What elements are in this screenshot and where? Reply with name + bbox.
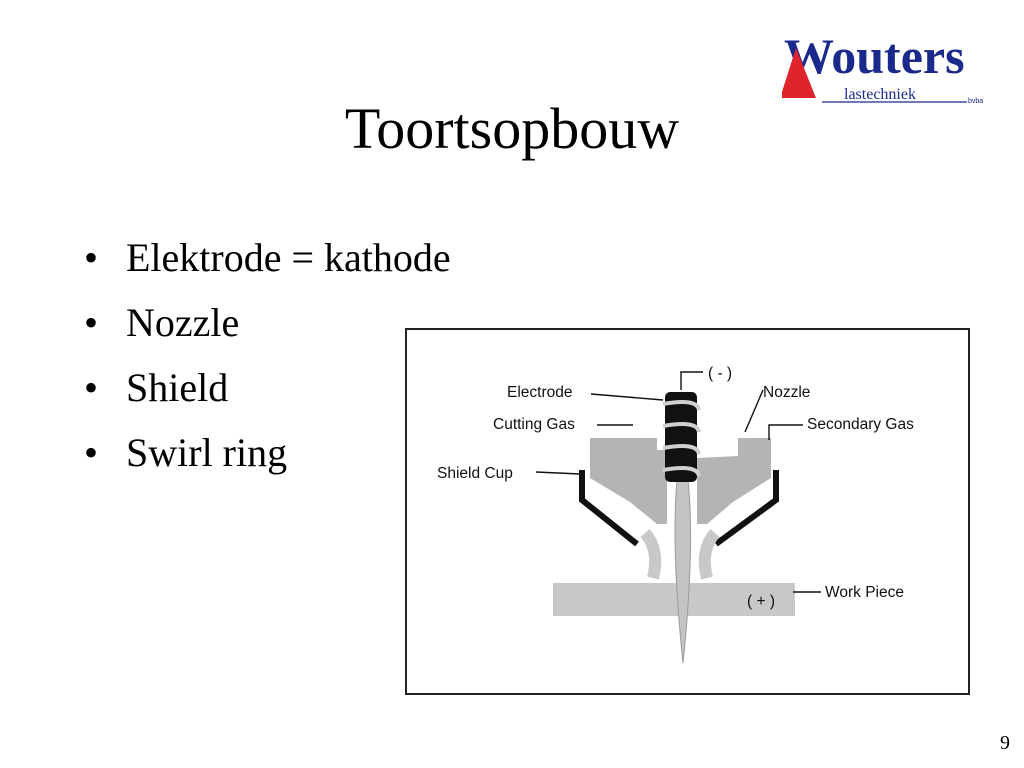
bullet-text: Shield [126,365,229,410]
bullet-icon: • [84,430,99,475]
polarity-negative-leader [680,371,703,390]
bullet-item: • Shield [84,366,451,431]
electrode-leader [590,393,664,401]
bullet-icon: • [84,300,99,345]
bullet-text: Nozzle [126,300,240,345]
logo-name: Wouters [784,28,965,84]
bullet-text: Swirl ring [126,430,288,475]
secondary-gas-label: Secondary Gas [807,416,914,433]
slide-title: Toortsopbouw [344,96,680,161]
polarity-negative-label: ( - ) [708,365,732,382]
shield-cup-leader [535,471,581,475]
bullet-icon: • [84,235,99,280]
bullet-list: • Elektrode = kathode • Nozzle • Shield • Sw… [84,236,451,496]
polarity-positive-label: ( + ) [747,593,775,610]
electrode-coil [662,400,701,477]
work-piece-label: Work Piece [825,584,904,601]
bullet-item: • Nozzle [84,301,451,366]
secondary-gas-leader [768,424,803,440]
cutting-gas-label: Cutting Gas [493,416,575,433]
torch-diagram: ( - ) Electrode Nozzle Cutting Gas Secon… [405,328,970,695]
left-nozzle-shape [590,438,667,524]
bullet-text: Elektrode = kathode [126,235,451,280]
nozzle-label: Nozzle [763,384,810,401]
left-shield-cup [579,470,639,547]
bullet-icon: • [84,365,99,410]
nozzle-leader [744,389,764,433]
bullet-item: • Elektrode = kathode [84,236,451,301]
logo-legal: bvba [968,98,983,105]
electrode-label: Electrode [507,384,572,401]
right-nozzle-shape [697,438,771,524]
work-piece-shape [553,583,795,616]
bullet-item: • Swirl ring [84,431,451,496]
logo-subtitle: lastechniek [844,86,916,103]
page-number: 9 [1000,732,1010,754]
right-gas-flow [698,529,720,580]
company-logo: Wouters lastechniek bvba [782,28,983,105]
electrode-shape [665,392,697,482]
plasma-arc [674,479,692,664]
shield-cup-label: Shield Cup [437,465,513,482]
logo-triangle-icon [782,48,816,98]
right-shield-cup [714,470,779,547]
left-gas-flow [640,529,662,580]
